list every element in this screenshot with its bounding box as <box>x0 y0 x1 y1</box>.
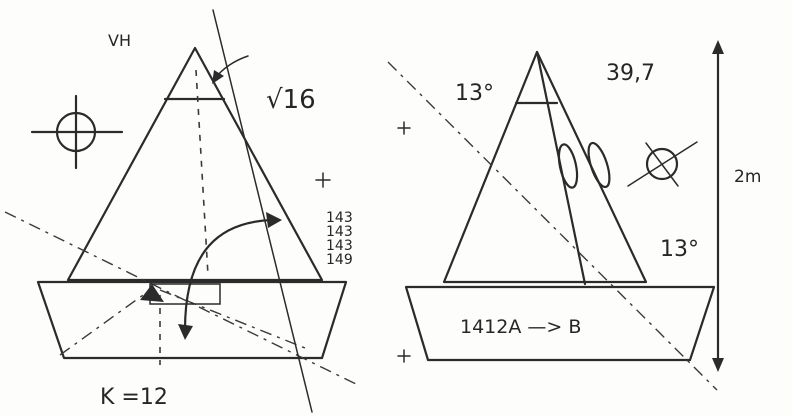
right-oval-2 <box>587 141 611 189</box>
left-center-line <box>195 69 209 276</box>
left-sailboat: VH √16 143 143 143 149 K =12 <box>4 9 359 413</box>
right-dimension-head-bottom <box>712 358 724 372</box>
right-oval-1 <box>557 143 579 189</box>
left-hull <box>36 280 348 360</box>
left-arrow-head-top <box>266 212 282 228</box>
right-label-height: 2m <box>734 167 761 187</box>
left-number-3: 143 <box>326 238 353 254</box>
plus-mark-icon <box>315 172 331 188</box>
left-label-root: √16 <box>266 85 316 115</box>
plus-mark-icon <box>397 121 411 135</box>
left-slant-line <box>212 9 313 413</box>
right-diagonal-line <box>387 61 718 391</box>
left-label-vh: VH <box>108 31 131 50</box>
left-curved-arrow <box>183 218 274 332</box>
left-number-4: 149 <box>326 252 353 268</box>
right-label-value: 39,7 <box>606 61 655 86</box>
right-label-base: 1412A —> B <box>460 316 581 338</box>
left-label-k: K =12 <box>100 385 168 410</box>
left-diagonal-line <box>4 211 359 386</box>
left-number-2: 143 <box>326 224 353 240</box>
left-marker-dot <box>140 284 164 302</box>
plus-mark-icon <box>397 349 411 363</box>
left-pointer-head <box>212 70 224 84</box>
right-hull <box>404 285 716 362</box>
right-angle-right: 13° <box>660 237 699 262</box>
right-dimension-head-top <box>712 40 724 54</box>
right-angle-top: 13° <box>455 81 494 106</box>
crosshair-circle-icon <box>30 94 124 170</box>
left-arrow-head-bottom <box>178 324 193 340</box>
left-sail <box>66 46 324 282</box>
right-sailboat: 39,7 13° 13° 2m 1412A —> B <box>387 40 761 391</box>
left-number-1: 143 <box>326 210 353 226</box>
left-cross-line <box>59 289 151 356</box>
crossed-circle-icon <box>627 141 698 187</box>
